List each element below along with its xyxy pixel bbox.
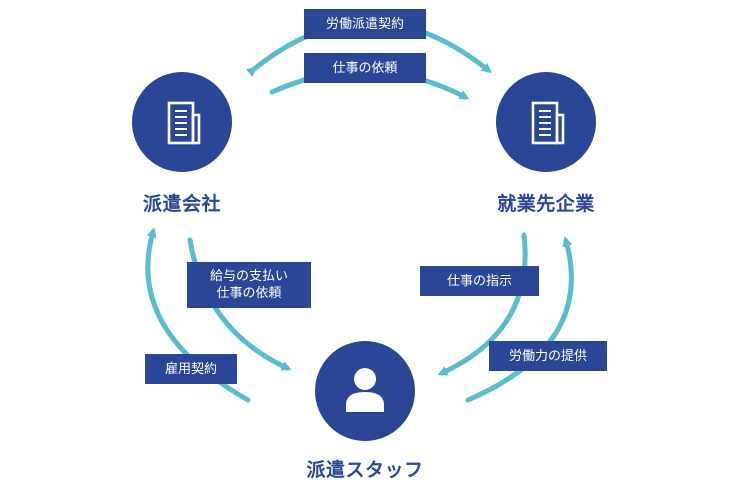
label-employment-contract: 雇用契約 — [145, 354, 237, 384]
label-work-request: 仕事の依頼 — [304, 53, 426, 83]
arrow-instruction-to-staff — [437, 232, 528, 376]
arrow-labor-to-client — [465, 236, 574, 403]
label-labor-provision: 労働力の提供 — [489, 341, 607, 371]
dispatch-staff-circle — [315, 341, 415, 441]
dispatch-staff-title: 派遣スタッフ — [306, 459, 424, 481]
person-icon — [346, 368, 384, 412]
label-work-instruction: 仕事の指示 — [420, 266, 539, 296]
dispatch-company-circle — [132, 72, 232, 172]
client-company-title: 就業先企業 — [497, 193, 595, 215]
office-building-icon — [531, 101, 565, 145]
client-company-circle — [496, 72, 596, 172]
office-building-icon — [167, 101, 201, 145]
arrow-salary-to-staff — [187, 237, 292, 371]
label-labor-dispatch-contract: 労働派遣契約 — [304, 9, 426, 39]
label-salary-payment: 給与の支払い 仕事の依頼 — [187, 262, 311, 308]
dispatch-company-title: 派遣会社 — [142, 193, 221, 215]
